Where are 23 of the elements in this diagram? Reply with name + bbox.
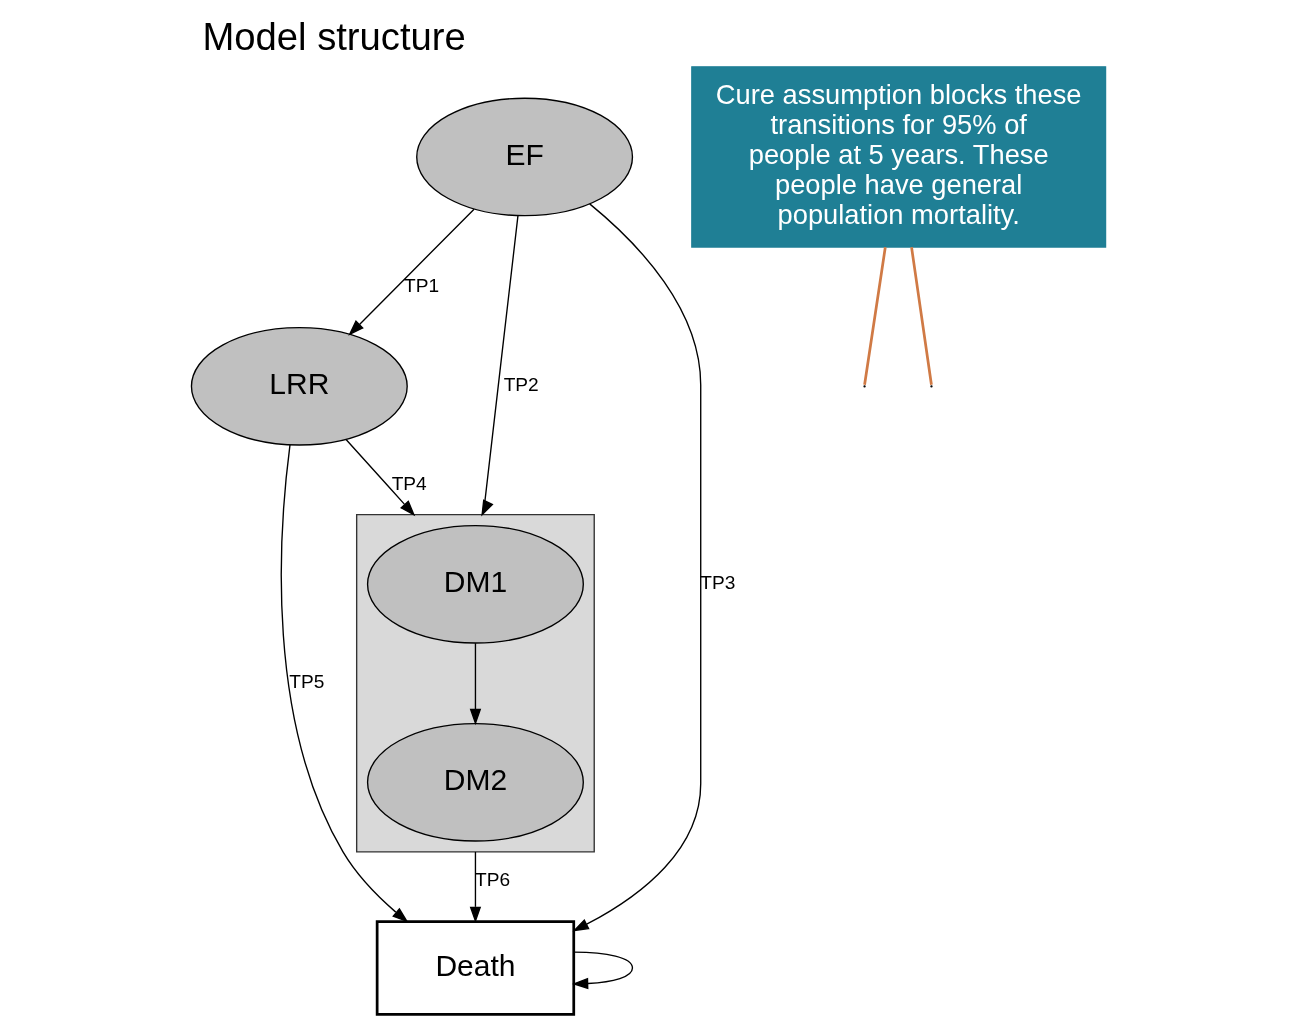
arrow <box>347 208 475 336</box>
edge-label: TP6 <box>474 869 510 891</box>
edge-label: TP2 <box>503 374 539 396</box>
arrow <box>280 444 408 923</box>
node-box: Cure assumption blocks these transitions for 95% of people at 5 years. These people have general population mortality. <box>690 66 1106 248</box>
diagram-title: Model structure <box>201 14 466 58</box>
node-box: Death <box>375 920 575 1016</box>
arrow <box>571 951 633 990</box>
node-ellipse: EF <box>415 97 633 217</box>
edge-label: TP5 <box>288 671 324 693</box>
arrow <box>344 438 415 517</box>
cluster <box>355 514 595 853</box>
arrow <box>480 214 519 517</box>
node-ellipse: DM2 <box>366 722 584 842</box>
edge-label: TP4 <box>391 473 427 495</box>
connector <box>909 247 933 385</box>
connector <box>862 247 887 385</box>
arrow <box>469 851 481 924</box>
node-ellipse: LRR <box>190 326 408 446</box>
node-ellipse: DM1 <box>366 524 584 644</box>
arrow <box>571 203 701 932</box>
edge-label: TP1 <box>403 275 439 297</box>
arrow <box>469 642 481 726</box>
